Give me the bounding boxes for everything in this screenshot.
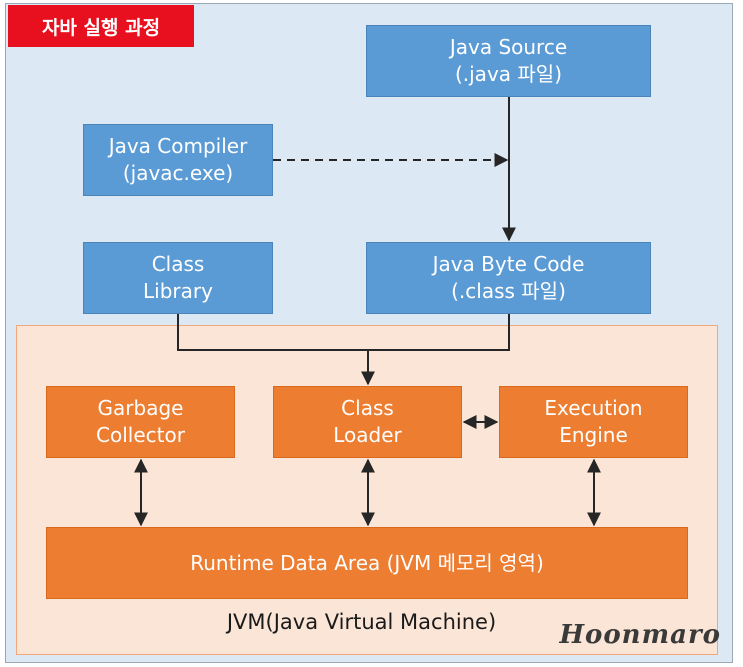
author-signature: Hoonmaro — [559, 620, 721, 650]
diagram-title: 자바 실행 과정 — [8, 5, 194, 47]
garbage-collector-node: Garbage Collector — [46, 386, 235, 458]
jvm-label: JVM(Java Virtual Machine) — [226, 610, 497, 634]
java-byte-code-node: Java Byte Code (.class 파일) — [366, 242, 651, 314]
execution-engine-node: Execution Engine — [499, 386, 688, 458]
class-library-node: Class Library — [83, 242, 273, 314]
library-bytecode-connector — [177, 314, 510, 351]
java-compiler-node: Java Compiler (javac.exe) — [83, 124, 273, 196]
runtime-data-area-node: Runtime Data Area (JVM 메모리 영역) — [46, 527, 688, 599]
class-loader-node: Class Loader — [273, 386, 462, 458]
java-source-node: Java Source (.java 파일) — [366, 25, 651, 97]
